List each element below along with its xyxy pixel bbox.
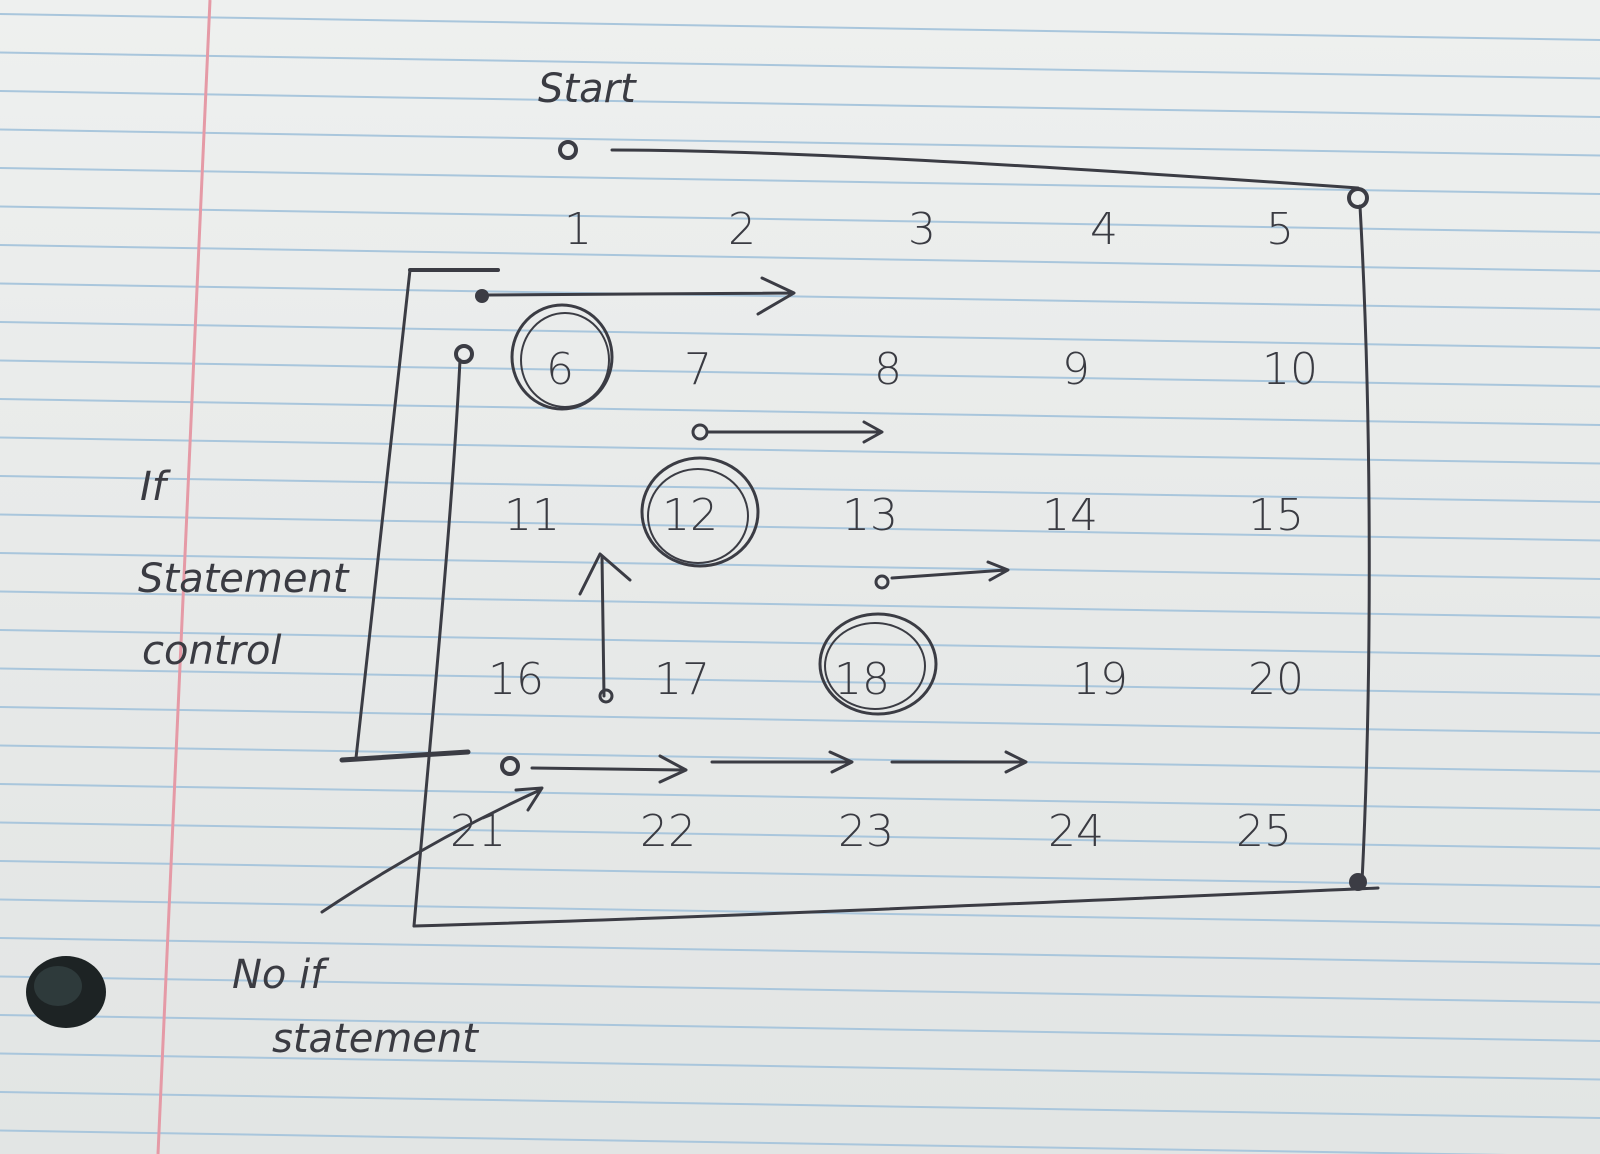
- grid-number: 7: [684, 344, 712, 395]
- grid-number: 12: [662, 490, 718, 541]
- start-label: Start: [538, 66, 637, 112]
- arrow-row4-origin: [874, 574, 890, 590]
- ruled-line: [0, 128, 1600, 157]
- grid-number: 15: [1248, 490, 1304, 541]
- arrow-row5-c: [890, 750, 1028, 774]
- grid-number: 6: [546, 344, 574, 395]
- grid-number: 19: [1072, 654, 1128, 705]
- grid-number: 23: [838, 806, 894, 857]
- grid-number: 5: [1266, 204, 1294, 255]
- grid-number: 3: [908, 204, 936, 255]
- margin-line: [156, 0, 212, 1154]
- ruled-line: [0, 821, 1600, 850]
- if-label-line1: If: [140, 464, 172, 510]
- grid-number: 8: [874, 344, 902, 395]
- grid-number: 4: [1090, 204, 1118, 255]
- ruled-line: [0, 1129, 1508, 1154]
- arrows: [320, 276, 1028, 914]
- no-if-label-line2: statement: [272, 1016, 479, 1062]
- grid-number: 14: [1042, 490, 1098, 541]
- right-edge: [1358, 204, 1371, 884]
- arrow-row5-a: [530, 754, 688, 784]
- arrow-row4: [890, 560, 1010, 582]
- grid-number: 13: [842, 490, 898, 541]
- corner-node-bottom-right: [1349, 873, 1367, 891]
- ruled-line: [0, 706, 1600, 734]
- start-node: [558, 140, 578, 160]
- grid-number: 18: [834, 654, 890, 705]
- grid-number: 1: [564, 204, 592, 255]
- ruled-line: [0, 13, 1600, 41]
- arrow-up-origin: [598, 688, 614, 704]
- corner-node-top-right: [1347, 187, 1369, 209]
- ruled-line: [0, 359, 1600, 388]
- if-control-bracket: [339, 268, 500, 763]
- ruled-line: [0, 937, 1600, 965]
- grid-number: 20: [1248, 654, 1304, 705]
- ruled-line: [0, 629, 1600, 657]
- ruled-line: [0, 244, 1600, 272]
- arrow-row3-origin: [691, 423, 709, 441]
- ruled-line: [0, 783, 1600, 811]
- circle-18-inner: [824, 622, 926, 710]
- left-node: [454, 344, 474, 364]
- ruled-line: [0, 590, 1600, 619]
- ruled-line: [0, 436, 1600, 465]
- grid-number: 9: [1062, 344, 1090, 395]
- circle-6-inner: [520, 312, 610, 408]
- ruled-line: [0, 282, 1600, 311]
- bottom-edge: [412, 886, 1380, 928]
- arrow-row5-origin: [500, 756, 520, 776]
- ruled-line: [0, 667, 1600, 696]
- grid-number: 25: [1236, 806, 1292, 857]
- ruled-line: [0, 513, 1600, 542]
- ruled-line: [0, 51, 1600, 80]
- grid-number: 16: [488, 654, 544, 705]
- ruled-line: [0, 552, 1600, 580]
- arrow-row5-b: [710, 750, 854, 774]
- grid-number: 10: [1262, 344, 1318, 395]
- punch-hole-shade: [34, 966, 82, 1006]
- circle-6: [510, 303, 614, 411]
- bracket-side: [354, 268, 412, 760]
- ruled-line: [0, 1014, 1600, 1042]
- grid-number: 11: [504, 490, 560, 541]
- grid-number: 17: [654, 654, 710, 705]
- grid-number: 22: [640, 806, 696, 857]
- ruled-line: [0, 1091, 1600, 1119]
- ruled-line: [0, 975, 1600, 1004]
- grid-number: 24: [1048, 806, 1104, 857]
- ruled-lines: [0, 13, 1600, 1154]
- ruled-line: [0, 475, 1600, 503]
- ruled-line: [0, 860, 1600, 888]
- if-label-line3: control: [142, 628, 282, 674]
- grid-number: 2: [728, 204, 756, 255]
- top-edge: [610, 148, 1360, 190]
- circle-12: [640, 456, 760, 568]
- ruled-line: [0, 90, 1600, 118]
- no-if-label-line1: No if: [232, 952, 330, 998]
- arrow-no-if: [320, 786, 544, 914]
- circled-marks: [510, 303, 938, 716]
- ruled-line: [0, 1052, 1600, 1081]
- outer-path: [412, 140, 1380, 928]
- ruled-line: [0, 744, 1600, 773]
- arrow-row2: [486, 276, 796, 316]
- arrow-up-16-12: [578, 552, 632, 698]
- arrow-row3: [706, 420, 884, 444]
- circle-12-inner: [647, 468, 749, 564]
- circle-18: [818, 612, 938, 716]
- ruled-line: [0, 321, 1600, 349]
- left-edge: [412, 358, 462, 928]
- bracket-bottom: [339, 749, 471, 763]
- arrow-row2-origin: [475, 289, 489, 303]
- if-label-line2: Statement: [138, 556, 350, 602]
- ruled-line: [0, 167, 1600, 195]
- ruled-line: [0, 205, 1600, 234]
- ruled-line: [0, 398, 1600, 426]
